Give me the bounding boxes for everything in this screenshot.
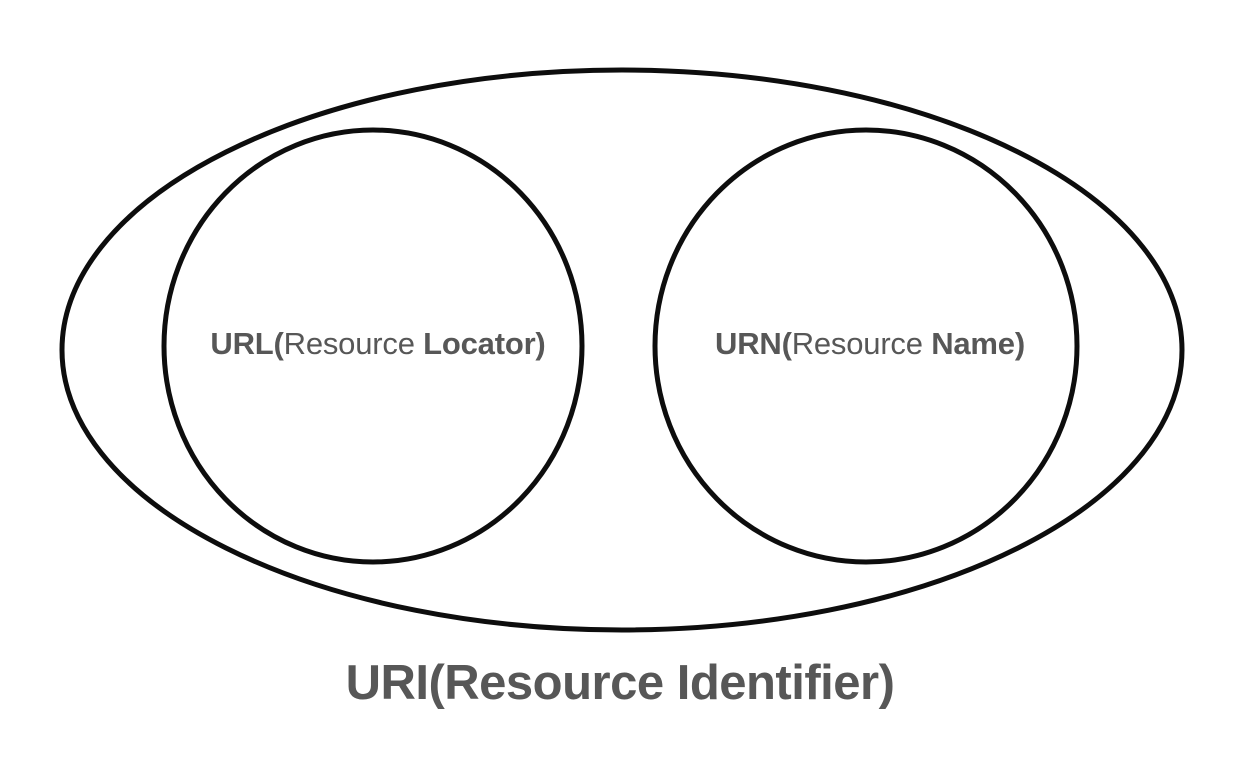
inner-set-urn-circle <box>652 127 1080 565</box>
outer-set-uri-ellipse <box>59 67 1185 633</box>
inner-set-url-circle <box>161 127 585 565</box>
url-tail-text: Locator) <box>423 326 545 361</box>
outer-set-uri-caption: URI(Resource Identifier) <box>346 656 895 710</box>
urn-abbrev-text: URN( <box>715 326 793 361</box>
inner-set-urn-label: URN(Resource Name) <box>715 326 1025 361</box>
url-middle-text: Resource <box>284 326 424 361</box>
inner-set-url-label: URL(Resource Locator) <box>210 326 545 361</box>
urn-middle-text: Resource <box>792 326 932 361</box>
url-abbrev-text: URL( <box>210 326 284 361</box>
urn-tail-text: Name) <box>931 326 1025 361</box>
